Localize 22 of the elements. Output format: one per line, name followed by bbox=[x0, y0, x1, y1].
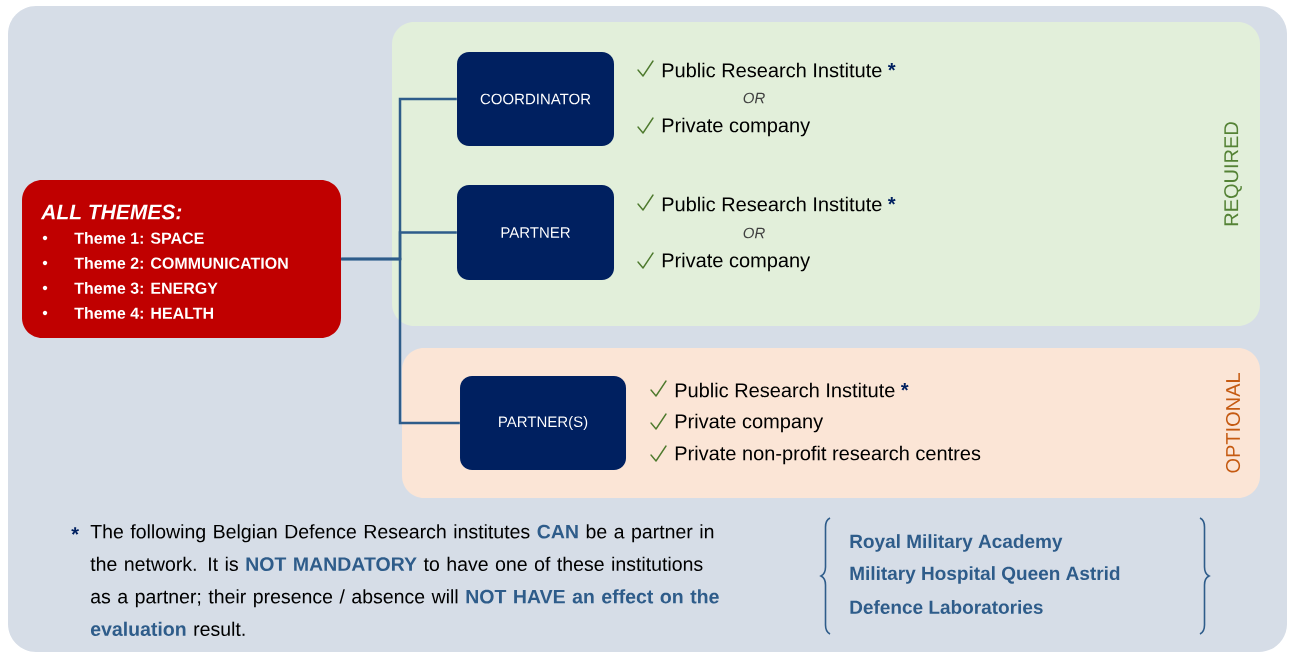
role-box: COORDINATOR bbox=[457, 52, 614, 146]
list-item: Private company bbox=[662, 117, 811, 137]
list-item: Public Research Institute bbox=[662, 62, 882, 78]
list-item: Private non-profit research centres bbox=[675, 445, 981, 465]
or-label: OR bbox=[743, 92, 765, 104]
asterisk: * bbox=[887, 63, 896, 71]
list-item: Private company bbox=[662, 252, 811, 272]
asterisk: * bbox=[887, 197, 896, 205]
asterisk: * bbox=[900, 383, 909, 391]
list-item: Public Research Institute bbox=[662, 196, 882, 212]
institution-name: Defence Laboratories bbox=[850, 600, 1043, 614]
role-box: PARTNER bbox=[457, 185, 614, 280]
list-item: Private company bbox=[675, 413, 824, 433]
institution-name: Royal Military Academy bbox=[850, 534, 1063, 552]
footnote-text: The following Belgian Defence Research institutes CAN be a partner in the network. It is NOT MANDATORY to have one of these institutions as a partner; their presence / absence will NOT HAVE an effect on the evaluation result. bbox=[90, 524, 719, 636]
list-item: Public Research Institute bbox=[675, 382, 895, 398]
role-box: PARTNER(S) bbox=[460, 376, 626, 470]
or-label: OR bbox=[743, 227, 765, 239]
institution-name: Military Hospital Queen Astrid bbox=[850, 566, 1120, 584]
asterisk: * bbox=[71, 527, 79, 535]
connector bbox=[341, 257, 460, 425]
theme-box: ALL THEMES: Theme 1: SPACE Theme 2: COMMUNICATION Theme 3: ENERGY Theme 4: HEALTH bbox=[22, 180, 341, 338]
